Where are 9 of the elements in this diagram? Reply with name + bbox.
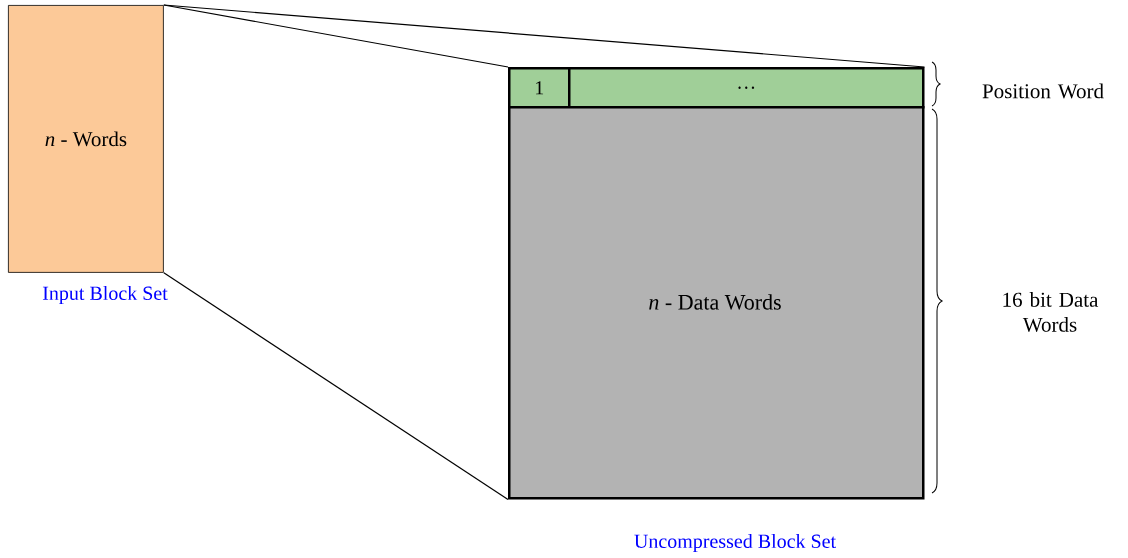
input-block: n - Words — [8, 5, 164, 273]
block-caption: Uncompressed Block Set — [634, 533, 836, 553]
position-cell: 1 — [508, 67, 571, 109]
brace-label: 16 bit Data Words — [1003, 292, 1099, 332]
block-caption: Input Block Set — [42, 285, 168, 305]
projection-line — [163, 272, 509, 501]
data-block: n - Data Words — [508, 106, 925, 500]
projection-line — [163, 4, 926, 68]
brace-label: Position Word — [982, 83, 1104, 99]
